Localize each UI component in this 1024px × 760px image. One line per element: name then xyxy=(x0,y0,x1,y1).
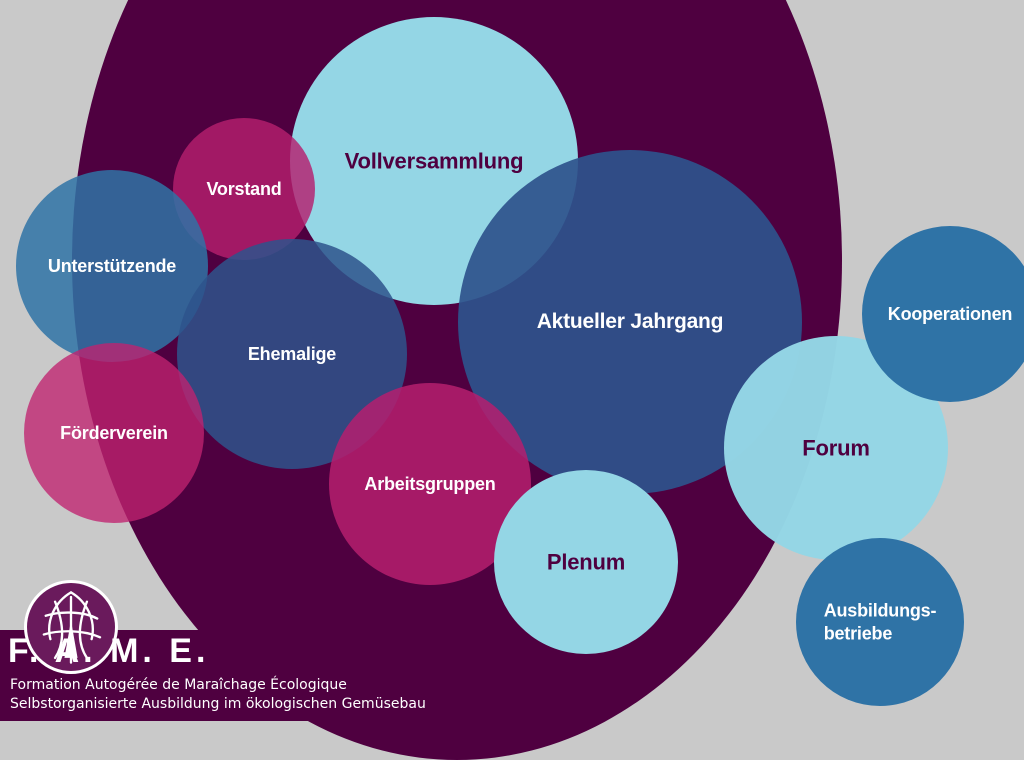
logo-subtitle-fr: Formation Autogérée de Maraîchage Écolog… xyxy=(10,677,347,693)
circle-foerderverein xyxy=(24,343,204,523)
logo-title: F. A. M. E. xyxy=(8,632,210,670)
logo-subtitle-de: Selbstorganisierte Ausbildung im ökologi… xyxy=(10,696,426,712)
circle-unterstuetzende xyxy=(16,170,208,362)
cabbage-logo-icon xyxy=(24,580,118,674)
circle-plenum xyxy=(494,470,678,654)
circle-ausbildungsbetriebe xyxy=(796,538,964,706)
circle-kooperationen xyxy=(862,226,1024,402)
